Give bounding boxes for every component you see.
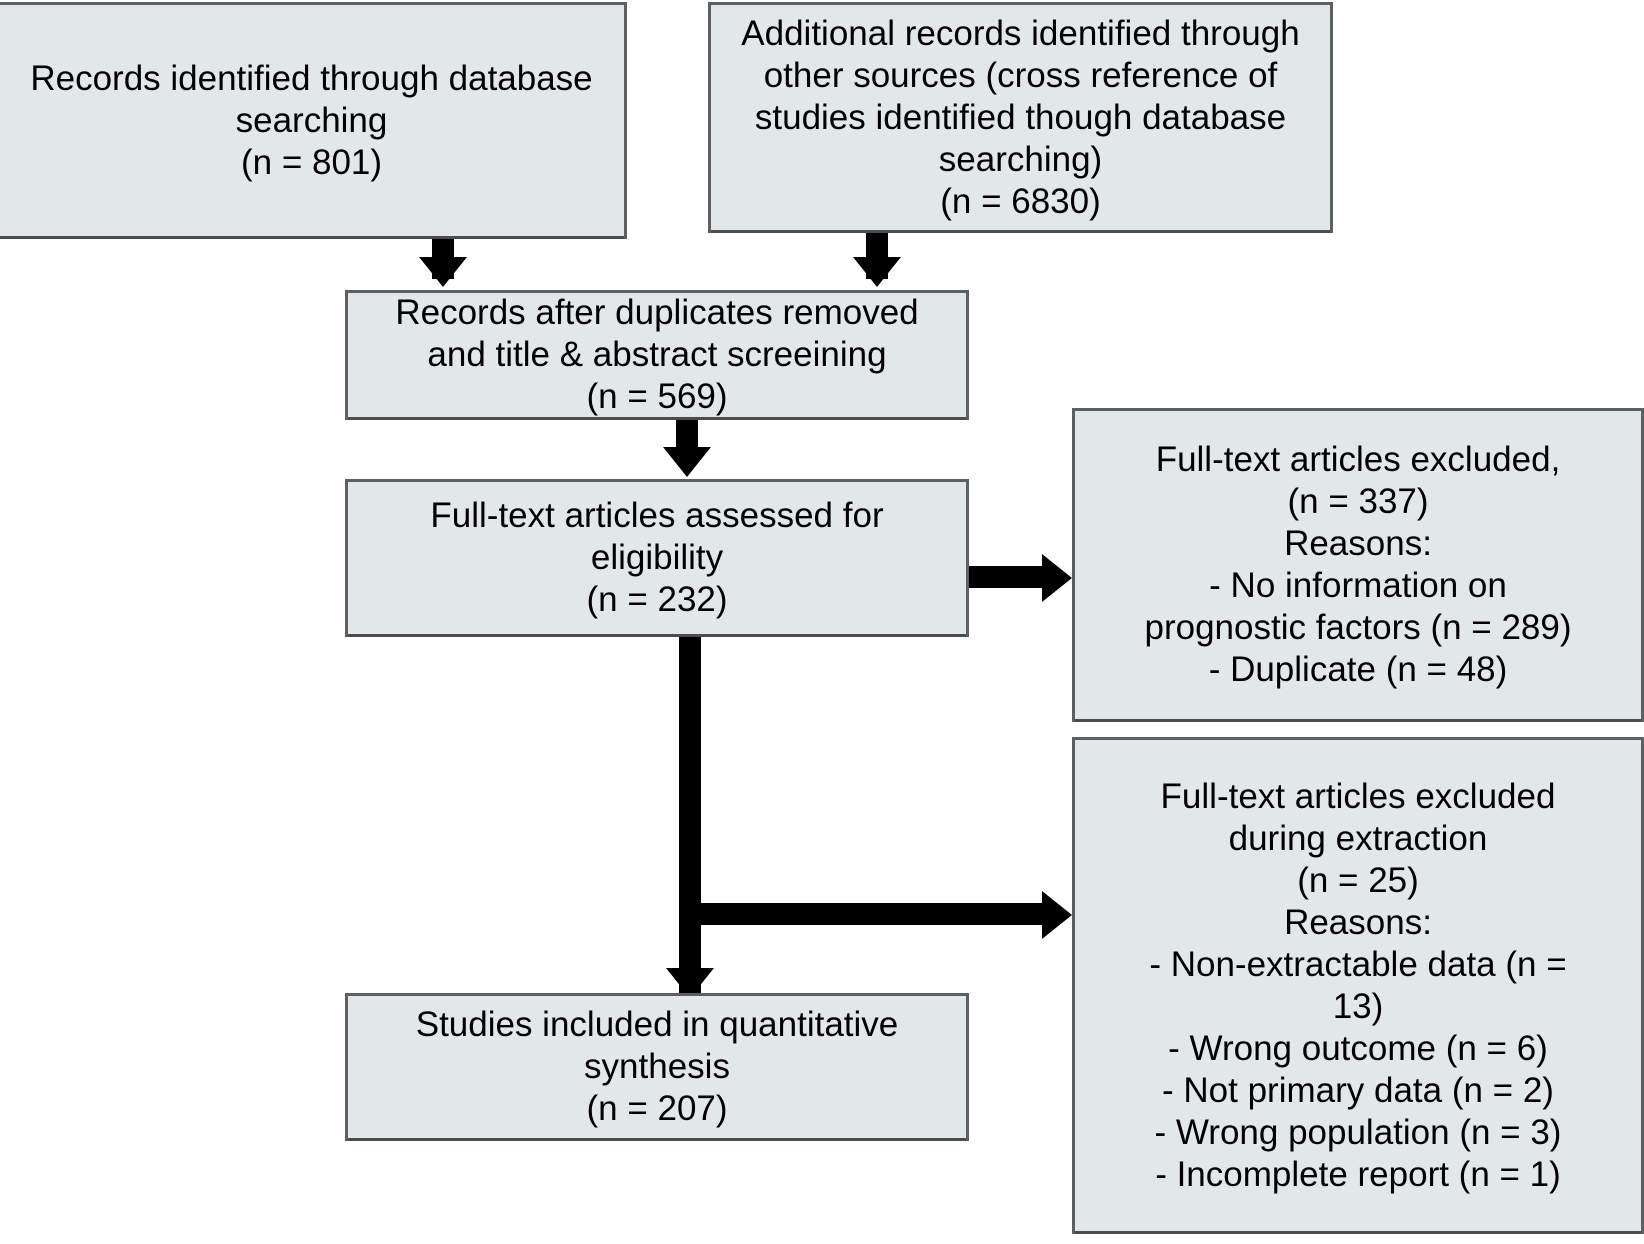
arrowhead-duplicates-to-fulltext [663, 447, 711, 477]
arrowhead-other-to-duplicates [853, 257, 901, 287]
box-text-full-text-excluded-extraction: Full-text articles excluded during extra… [1149, 776, 1567, 1194]
box-text-studies-included-quantitative-synthesis: Studies included in quantitative synthes… [415, 1005, 899, 1128]
box-text-additional-records-other-sources: Additional records identified through ot… [741, 13, 1300, 221]
box-records-identified-database: Records identified through database sear… [0, 2, 627, 239]
arrowhead-fulltext-to-excluded-screening [1042, 554, 1072, 602]
box-records-after-duplicates: Records after duplicates removed and tit… [345, 290, 969, 420]
connector-fulltext-trunk [679, 637, 701, 1001]
connector-fulltext-to-excluded-screening [967, 566, 1053, 588]
connector-trunk-to-excluded-extraction [679, 903, 1055, 925]
box-text-full-text-assessed-eligibility: Full-text articles assessed for eligibil… [430, 496, 884, 619]
arrowhead-trunk-to-excluded-extraction [1042, 891, 1072, 939]
box-studies-included-quantitative-synthesis: Studies included in quantitative synthes… [345, 993, 969, 1141]
box-full-text-excluded-screening: Full-text articles excluded, (n = 337) R… [1072, 408, 1644, 722]
box-additional-records-other-sources: Additional records identified through ot… [708, 2, 1333, 233]
box-full-text-assessed-eligibility: Full-text articles assessed for eligibil… [345, 479, 969, 637]
box-full-text-excluded-extraction: Full-text articles excluded during extra… [1072, 737, 1644, 1234]
box-text-records-identified-database: Records identified through database sear… [30, 58, 593, 182]
box-text-records-after-duplicates: Records after duplicates removed and tit… [395, 293, 919, 416]
box-text-full-text-excluded-screening: Full-text articles excluded, (n = 337) R… [1144, 440, 1572, 689]
arrowhead-database-to-duplicates [419, 257, 467, 287]
